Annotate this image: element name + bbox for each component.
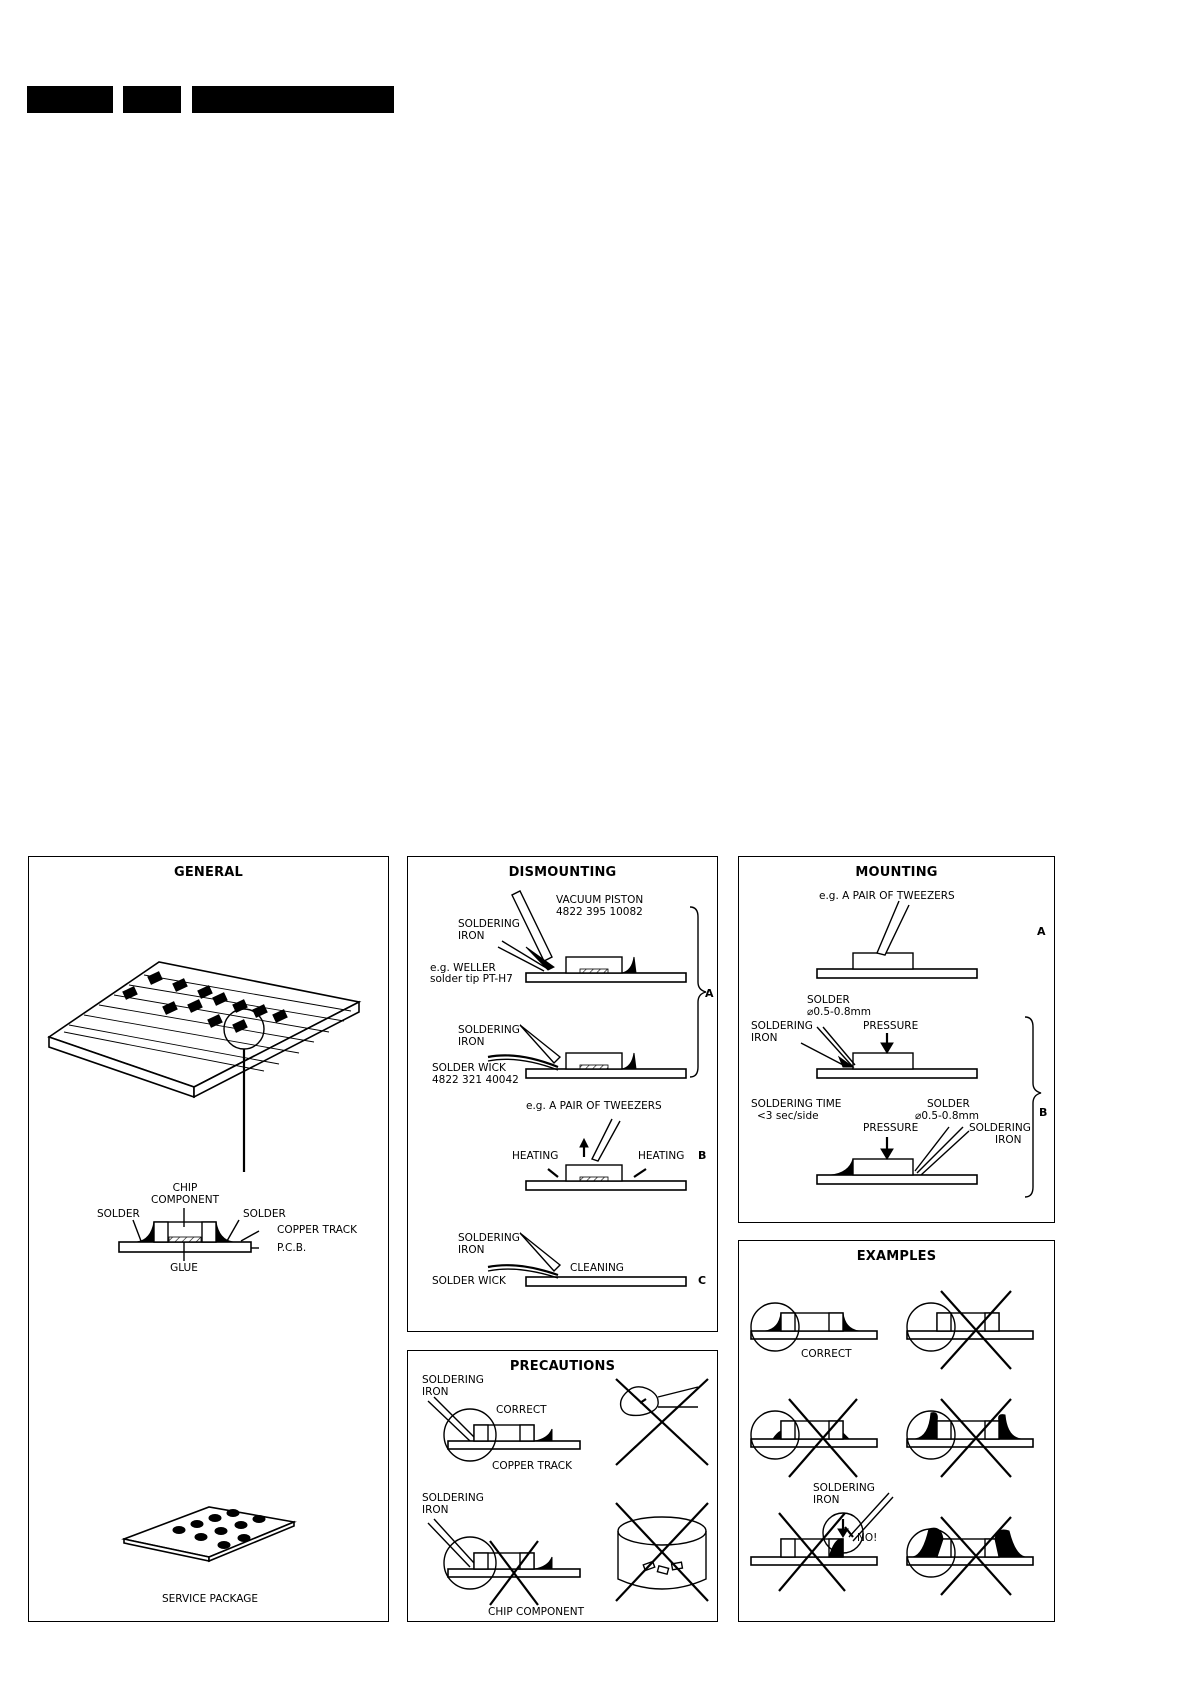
label-iron-a2: IRON bbox=[458, 1036, 485, 1048]
header-block-3 bbox=[192, 86, 394, 113]
label-pressure-b2: PRESSURE bbox=[863, 1122, 918, 1134]
label-vacuum-piston: VACUUM PISTON bbox=[556, 894, 643, 906]
step-b: e.g. A PAIR OF TWEEZERS HEATING HEATING … bbox=[512, 1100, 706, 1191]
label-glue: GLUE bbox=[170, 1262, 198, 1274]
panel-precautions: PRECAUTIONS SOLDERING IRON CORRECT COPPE… bbox=[407, 1350, 718, 1622]
step-letter-c: C bbox=[698, 1274, 706, 1287]
example-wrong-no: SOLDERING IRON NO! bbox=[750, 1482, 894, 1592]
label-heating-right: HEATING bbox=[638, 1150, 684, 1162]
label-copper-track-p1: COPPER TRACK bbox=[492, 1460, 573, 1472]
label-solder-wick-c: SOLDER WICK bbox=[432, 1275, 507, 1287]
example-correct: CORRECT bbox=[750, 1302, 878, 1360]
examples-illustration: CORRECT bbox=[750, 1290, 1034, 1596]
label-soldering-time: SOLDERING TIME bbox=[751, 1098, 841, 1110]
panel-title-mounting: MOUNTING bbox=[855, 865, 938, 880]
label-heating-left: HEATING bbox=[512, 1150, 558, 1162]
precaution-correct: SOLDERING IRON CORRECT COPPER TRACK bbox=[422, 1374, 581, 1472]
label-iron-p2: IRON bbox=[422, 1504, 449, 1516]
mounting-step-b2: SOLDERING TIME <3 sec/side SOLDER ⌀0.5-0… bbox=[751, 1098, 1031, 1185]
label-vacuum-code: 4822 395 10082 bbox=[556, 906, 643, 918]
step-letter-a: A bbox=[705, 987, 714, 1000]
precaution-incorrect: SOLDERING IRON CHIP COMPONENT bbox=[422, 1492, 585, 1618]
label-soldering-b1: SOLDERING bbox=[751, 1020, 813, 1032]
label-tweezers-b: e.g. A PAIR OF TWEEZERS bbox=[526, 1100, 662, 1112]
label-time-value: <3 sec/side bbox=[757, 1110, 819, 1122]
label-iron-b1: IRON bbox=[751, 1032, 778, 1044]
header-block-1 bbox=[27, 86, 113, 113]
label-soldering-a1: SOLDERING bbox=[458, 918, 520, 930]
panel-mounting: MOUNTING e.g. A PAIR OF TWEEZERS A SOLDE… bbox=[738, 856, 1055, 1223]
service-package-illustration: SERVICE PACKAGE bbox=[121, 1506, 297, 1605]
precautions-illustration: SOLDERING IRON CORRECT COPPER TRACK SOLD… bbox=[422, 1374, 709, 1618]
label-chip-line2: COMPONENT bbox=[151, 1194, 220, 1206]
label-soldering-p1: SOLDERING bbox=[422, 1374, 484, 1386]
label-correct-example: CORRECT bbox=[801, 1348, 852, 1360]
label-solder-right: SOLDER bbox=[243, 1208, 286, 1220]
label-iron-example: IRON bbox=[813, 1494, 840, 1506]
label-iron-b2: IRON bbox=[995, 1134, 1022, 1146]
label-chip-component-p2: CHIP COMPONENT bbox=[488, 1606, 585, 1618]
panel-general: GENERAL bbox=[28, 856, 389, 1622]
header-block-2 bbox=[123, 86, 181, 113]
step-a1: VACUUM PISTON 4822 395 10082 SOLDERING I… bbox=[430, 890, 687, 985]
label-copper-track: COPPER TRACK bbox=[277, 1224, 358, 1236]
label-solder-b2: SOLDER bbox=[927, 1098, 970, 1110]
bracket-b bbox=[1024, 1016, 1042, 1198]
label-cleaning: CLEANING bbox=[570, 1262, 624, 1274]
step-c: SOLDERING IRON CLEANING SOLDER WICK C bbox=[432, 1232, 706, 1287]
label-solder-b1: SOLDER bbox=[807, 994, 850, 1006]
label-soldering-a2: SOLDERING bbox=[458, 1024, 520, 1036]
general-illustration: CHIP COMPONENT SOLDER SOLDER COPPER TRAC… bbox=[47, 961, 362, 1605]
label-soldering-p2: SOLDERING bbox=[422, 1492, 484, 1504]
example-wrong-2 bbox=[750, 1398, 878, 1478]
label-soldering-c: SOLDERING bbox=[458, 1232, 520, 1244]
mounting-step-a: e.g. A PAIR OF TWEEZERS A bbox=[816, 890, 1046, 979]
label-soldering-example: SOLDERING bbox=[813, 1482, 875, 1494]
label-pcb: P.C.B. bbox=[277, 1242, 306, 1254]
label-solder-left: SOLDER bbox=[97, 1208, 140, 1220]
label-no: NO! bbox=[857, 1532, 877, 1544]
label-solder-wick: SOLDER WICK bbox=[432, 1062, 507, 1074]
example-wrong-3 bbox=[906, 1398, 1034, 1478]
label-solder-size-b1: ⌀0.5-0.8mm bbox=[807, 1006, 871, 1018]
precaution-no-container bbox=[615, 1502, 709, 1602]
label-wick-code: 4822 321 40042 bbox=[432, 1074, 519, 1086]
chip-cross-section: CHIP COMPONENT SOLDER SOLDER COPPER TRAC… bbox=[97, 1182, 358, 1274]
label-iron-a1: IRON bbox=[458, 930, 485, 942]
step-letter-b: B bbox=[698, 1149, 706, 1162]
label-soldering-b2: SOLDERING bbox=[969, 1122, 1031, 1134]
step-a2: SOLDERING IRON SOLDER WICK 4822 321 4004… bbox=[432, 1024, 687, 1086]
panel-title-precautions: PRECAUTIONS bbox=[509, 1359, 616, 1374]
panel-examples: EXAMPLES CORRECT bbox=[738, 1240, 1055, 1622]
panel-dismounting: DISMOUNTING VACUUM PISTON 4822 395 10082… bbox=[407, 856, 718, 1332]
label-correct-p1: CORRECT bbox=[496, 1404, 547, 1416]
label-weller: e.g. WELLER bbox=[430, 962, 496, 974]
label-chip-line1: CHIP bbox=[173, 1182, 198, 1194]
panel-title-examples: EXAMPLES bbox=[856, 1249, 937, 1264]
label-solder-size-b2: ⌀0.5-0.8mm bbox=[915, 1110, 979, 1122]
bracket-a bbox=[689, 906, 707, 1078]
label-solder-tip: solder tip PT-H7 bbox=[430, 973, 513, 985]
mounting-letter-b: B bbox=[1039, 1106, 1047, 1119]
panel-title-general: GENERAL bbox=[173, 865, 244, 880]
mounting-illustration: e.g. A PAIR OF TWEEZERS A SOLDER ⌀0.5-0.… bbox=[751, 890, 1047, 1198]
label-service-package: SERVICE PACKAGE bbox=[162, 1593, 258, 1605]
label-iron-p1: IRON bbox=[422, 1386, 449, 1398]
label-iron-c: IRON bbox=[458, 1244, 485, 1256]
label-tweezers-mounting: e.g. A PAIR OF TWEEZERS bbox=[819, 890, 955, 902]
example-wrong-4 bbox=[906, 1516, 1034, 1596]
mounting-letter-a: A bbox=[1037, 925, 1046, 938]
pcb-board-perspective bbox=[47, 961, 362, 1172]
panel-title-dismounting: DISMOUNTING bbox=[508, 865, 617, 880]
label-pressure-b1: PRESSURE bbox=[863, 1020, 918, 1032]
mounting-step-b1: SOLDER ⌀0.5-0.8mm SOLDERING IRON PRESSUR… bbox=[751, 994, 978, 1079]
dismounting-illustration: VACUUM PISTON 4822 395 10082 SOLDERING I… bbox=[430, 890, 714, 1287]
example-wrong-1 bbox=[906, 1290, 1034, 1370]
precaution-no-fingers bbox=[615, 1378, 709, 1466]
